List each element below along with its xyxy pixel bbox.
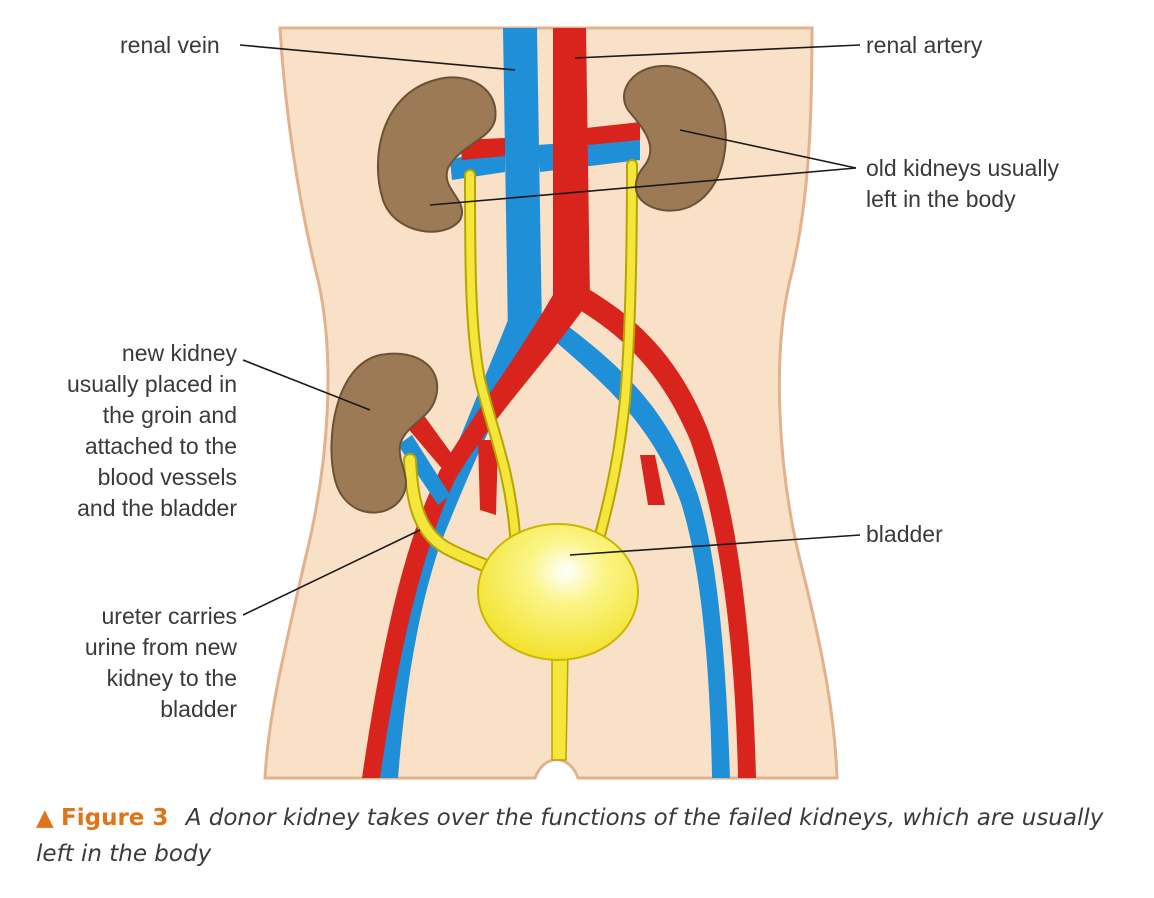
label-new-kidney: new kidney usually placed in the groin a… xyxy=(67,338,237,524)
label-ureter-line-2: urine from new xyxy=(84,634,237,660)
new-kidney-shape xyxy=(330,352,439,514)
triangle-icon: ▲ xyxy=(36,805,54,831)
old-kidney-left xyxy=(376,76,497,233)
old-ureter-left-fill xyxy=(466,171,519,539)
new-kidney-vein xyxy=(398,435,450,505)
leader-old-kidney-right xyxy=(679,129,857,169)
label-new-kidney-line-4: attached to the xyxy=(84,433,237,459)
label-new-kidney-line-3: the groin and xyxy=(102,402,237,428)
label-ureter-line-1: ureter carries xyxy=(101,603,237,629)
label-ureter-line-3: kidney to the xyxy=(106,665,237,691)
leader-ureter xyxy=(242,529,421,616)
iliac-vein-right xyxy=(542,320,730,778)
label-bladder: bladder xyxy=(866,521,943,547)
leader-old-kidney-left xyxy=(429,167,857,206)
label-ureter-line-4: bladder xyxy=(160,696,237,722)
new-kidney-artery xyxy=(405,410,462,478)
label-old-kidneys: old kidneys usually left in the body xyxy=(866,153,1059,215)
old-ureter-right-fill xyxy=(596,161,636,539)
figure-number: Figure 3 xyxy=(61,805,169,831)
vessel-stub-left xyxy=(478,440,498,515)
iliac-artery-left xyxy=(362,295,590,778)
figure-caption-text: A donor kidney takes over the functions … xyxy=(36,805,1104,867)
kidney-transplant-diagram xyxy=(239,26,861,780)
leader-renal-vein xyxy=(239,44,516,71)
aorta xyxy=(553,28,590,305)
iliac-vein-left xyxy=(380,320,542,778)
vessel-stub-right xyxy=(640,455,665,505)
label-old-kidneys-line-2: left in the body xyxy=(866,186,1016,212)
label-old-kidneys-line-1: old kidneys usually xyxy=(866,155,1060,181)
iliac-artery-right xyxy=(553,290,756,778)
label-new-kidney-line-6: and the bladder xyxy=(77,495,237,521)
old-kidney-right xyxy=(623,64,727,212)
leader-bladder xyxy=(569,534,861,556)
bladder-shape xyxy=(477,523,639,661)
vena-cava xyxy=(503,28,542,335)
label-renal-vein: renal vein xyxy=(120,32,220,58)
label-renal-artery: renal artery xyxy=(866,32,983,58)
leader-renal-artery xyxy=(574,44,861,59)
leader-new-kidney xyxy=(242,359,371,411)
label-new-kidney-line-2: usually placed in xyxy=(66,371,237,397)
figure-caption: ▲ Figure 3 A donor kidney takes over the… xyxy=(36,800,1126,872)
urethra xyxy=(551,649,569,761)
label-new-kidney-line-5: blood vessels xyxy=(97,464,237,490)
label-ureter: ureter carries urine from new kidney to … xyxy=(85,601,237,725)
renal-artery-right xyxy=(586,122,640,145)
label-new-kidney-line-1: new kidney xyxy=(121,340,237,366)
